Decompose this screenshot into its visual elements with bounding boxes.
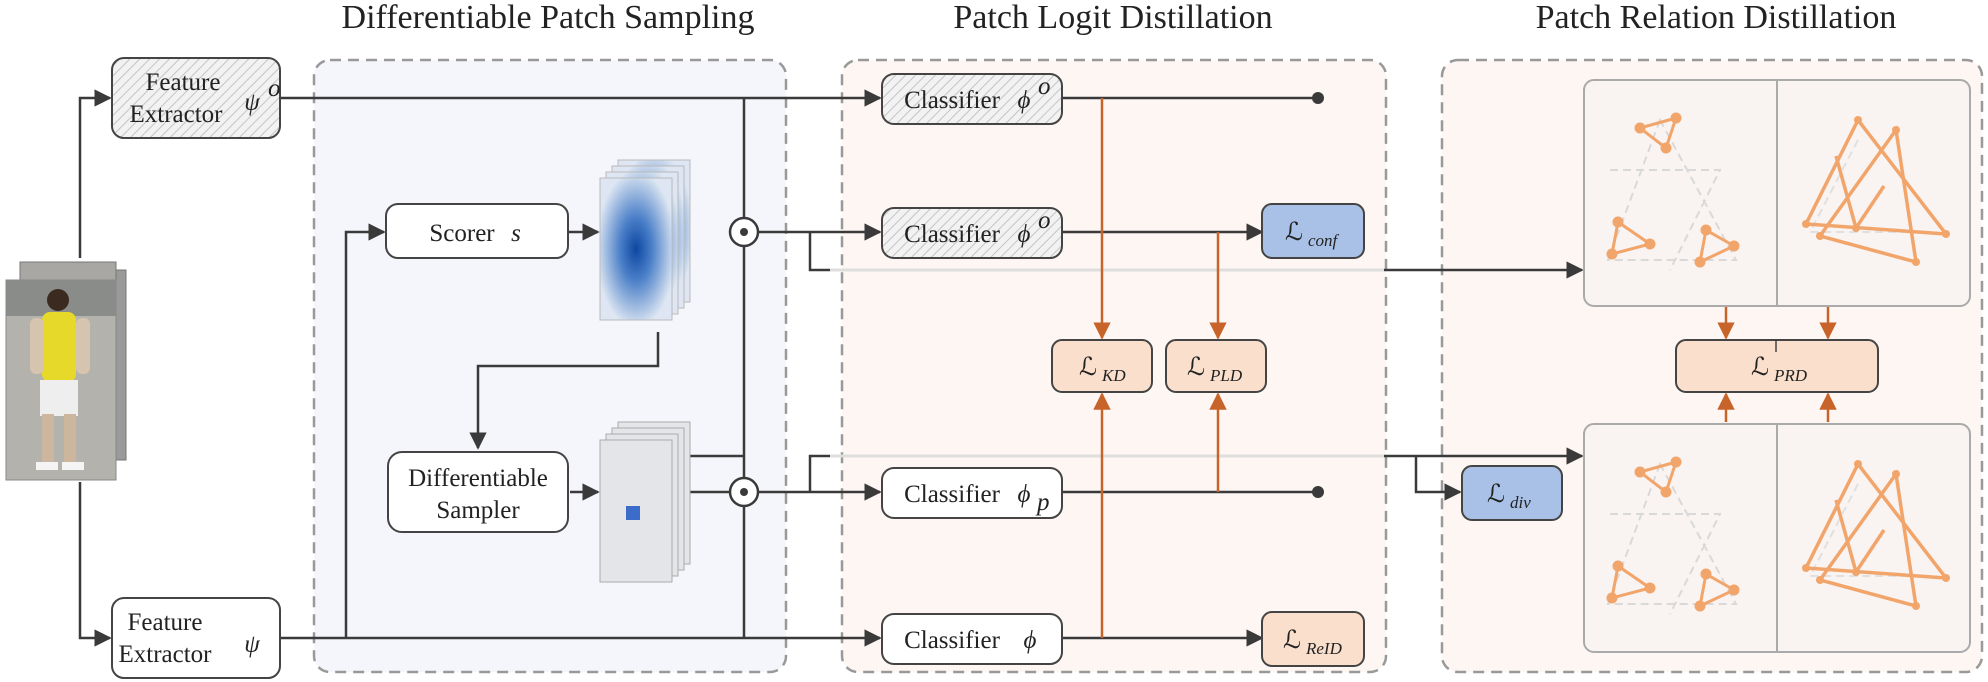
- relation-title: Patch Relation Distillation: [1536, 0, 1897, 36]
- relation-graph-student: [1583, 423, 1971, 653]
- svg-text:ϕ: ϕ: [1018, 481, 1031, 508]
- svg-text:Differentiable: Differentiable: [408, 465, 548, 492]
- svg-text:Sampler: Sampler: [436, 497, 520, 524]
- differentiable-sampler-box: Differentiable Sampler: [387, 451, 569, 533]
- multiply-operator: [728, 216, 760, 248]
- svg-text:o: o: [1038, 207, 1051, 234]
- svg-text:o: o: [268, 75, 281, 102]
- loss-reid: ℒ ReID: [1261, 611, 1365, 667]
- svg-text:ℒ: ℒ: [1751, 354, 1769, 381]
- scorer-box: Scorer s: [385, 203, 569, 259]
- classifier-student: Classifier ϕ: [881, 613, 1063, 665]
- svg-text:Feature: Feature: [128, 609, 203, 636]
- faint-lines: [830, 268, 1384, 458]
- svg-text:ϕ: ϕ: [1024, 627, 1037, 654]
- svg-text:Classifier: Classifier: [904, 221, 1000, 248]
- logit-title: Patch Logit Distillation: [953, 0, 1272, 36]
- svg-text:ℒ: ℒ: [1285, 219, 1303, 246]
- relation-graph-teacher: [1583, 79, 1971, 307]
- input-image-stack: [5, 261, 127, 481]
- loss-kd: ℒ KD: [1051, 339, 1153, 393]
- score-map-stack: [599, 159, 691, 321]
- svg-text:Extractor: Extractor: [118, 641, 212, 668]
- svg-text:PLD: PLD: [1209, 366, 1243, 385]
- svg-text:Classifier: Classifier: [904, 627, 1000, 654]
- classifier-patch: Classifier ϕ p: [881, 467, 1063, 519]
- loss-div: ℒ div: [1461, 465, 1563, 521]
- svg-text:ψ: ψ: [244, 631, 260, 658]
- svg-text:Classifier: Classifier: [904, 87, 1000, 114]
- classifier-teacher-1: Classifier ϕ o: [881, 73, 1063, 125]
- svg-text:s: s: [511, 220, 521, 247]
- endpoint-dot: [1312, 486, 1324, 498]
- svg-text:Feature: Feature: [146, 69, 221, 96]
- multiply-operator: [728, 476, 760, 508]
- svg-text:Extractor: Extractor: [129, 101, 223, 128]
- svg-text:Scorer: Scorer: [429, 220, 495, 247]
- loss-pld: ℒ PLD: [1165, 339, 1267, 393]
- svg-text:PRD: PRD: [1773, 366, 1808, 385]
- loss-prd: ℒ PRD: [1675, 339, 1879, 393]
- svg-text:ReID: ReID: [1305, 639, 1343, 658]
- endpoint-dot: [1312, 92, 1324, 104]
- svg-text:Classifier: Classifier: [904, 481, 1000, 508]
- svg-text:conf: conf: [1308, 231, 1340, 250]
- svg-text:ϕ: ϕ: [1018, 221, 1031, 248]
- svg-text:ℒ: ℒ: [1187, 354, 1205, 381]
- loss-conf: ℒ conf: [1261, 203, 1365, 259]
- loss-arrows: [1093, 98, 1837, 638]
- svg-text:ψ: ψ: [244, 89, 260, 116]
- svg-text:p: p: [1035, 489, 1050, 516]
- sampled-patch-stack: [599, 421, 691, 583]
- classifier-teacher-2: Classifier ϕ o: [881, 207, 1063, 259]
- svg-text:ϕ: ϕ: [1018, 87, 1031, 114]
- svg-text:o: o: [1038, 73, 1051, 100]
- svg-text:ℒ: ℒ: [1283, 627, 1301, 654]
- svg-text:div: div: [1510, 493, 1531, 512]
- sampling-title: Differentiable Patch Sampling: [342, 0, 755, 36]
- svg-text:KD: KD: [1101, 366, 1126, 385]
- svg-text:ℒ: ℒ: [1487, 481, 1505, 508]
- feature-extractor-teacher: Feature Extractor ψ o: [111, 57, 281, 139]
- feature-extractor-student: Feature Extractor ψ: [111, 597, 281, 679]
- svg-text:ℒ: ℒ: [1079, 354, 1097, 381]
